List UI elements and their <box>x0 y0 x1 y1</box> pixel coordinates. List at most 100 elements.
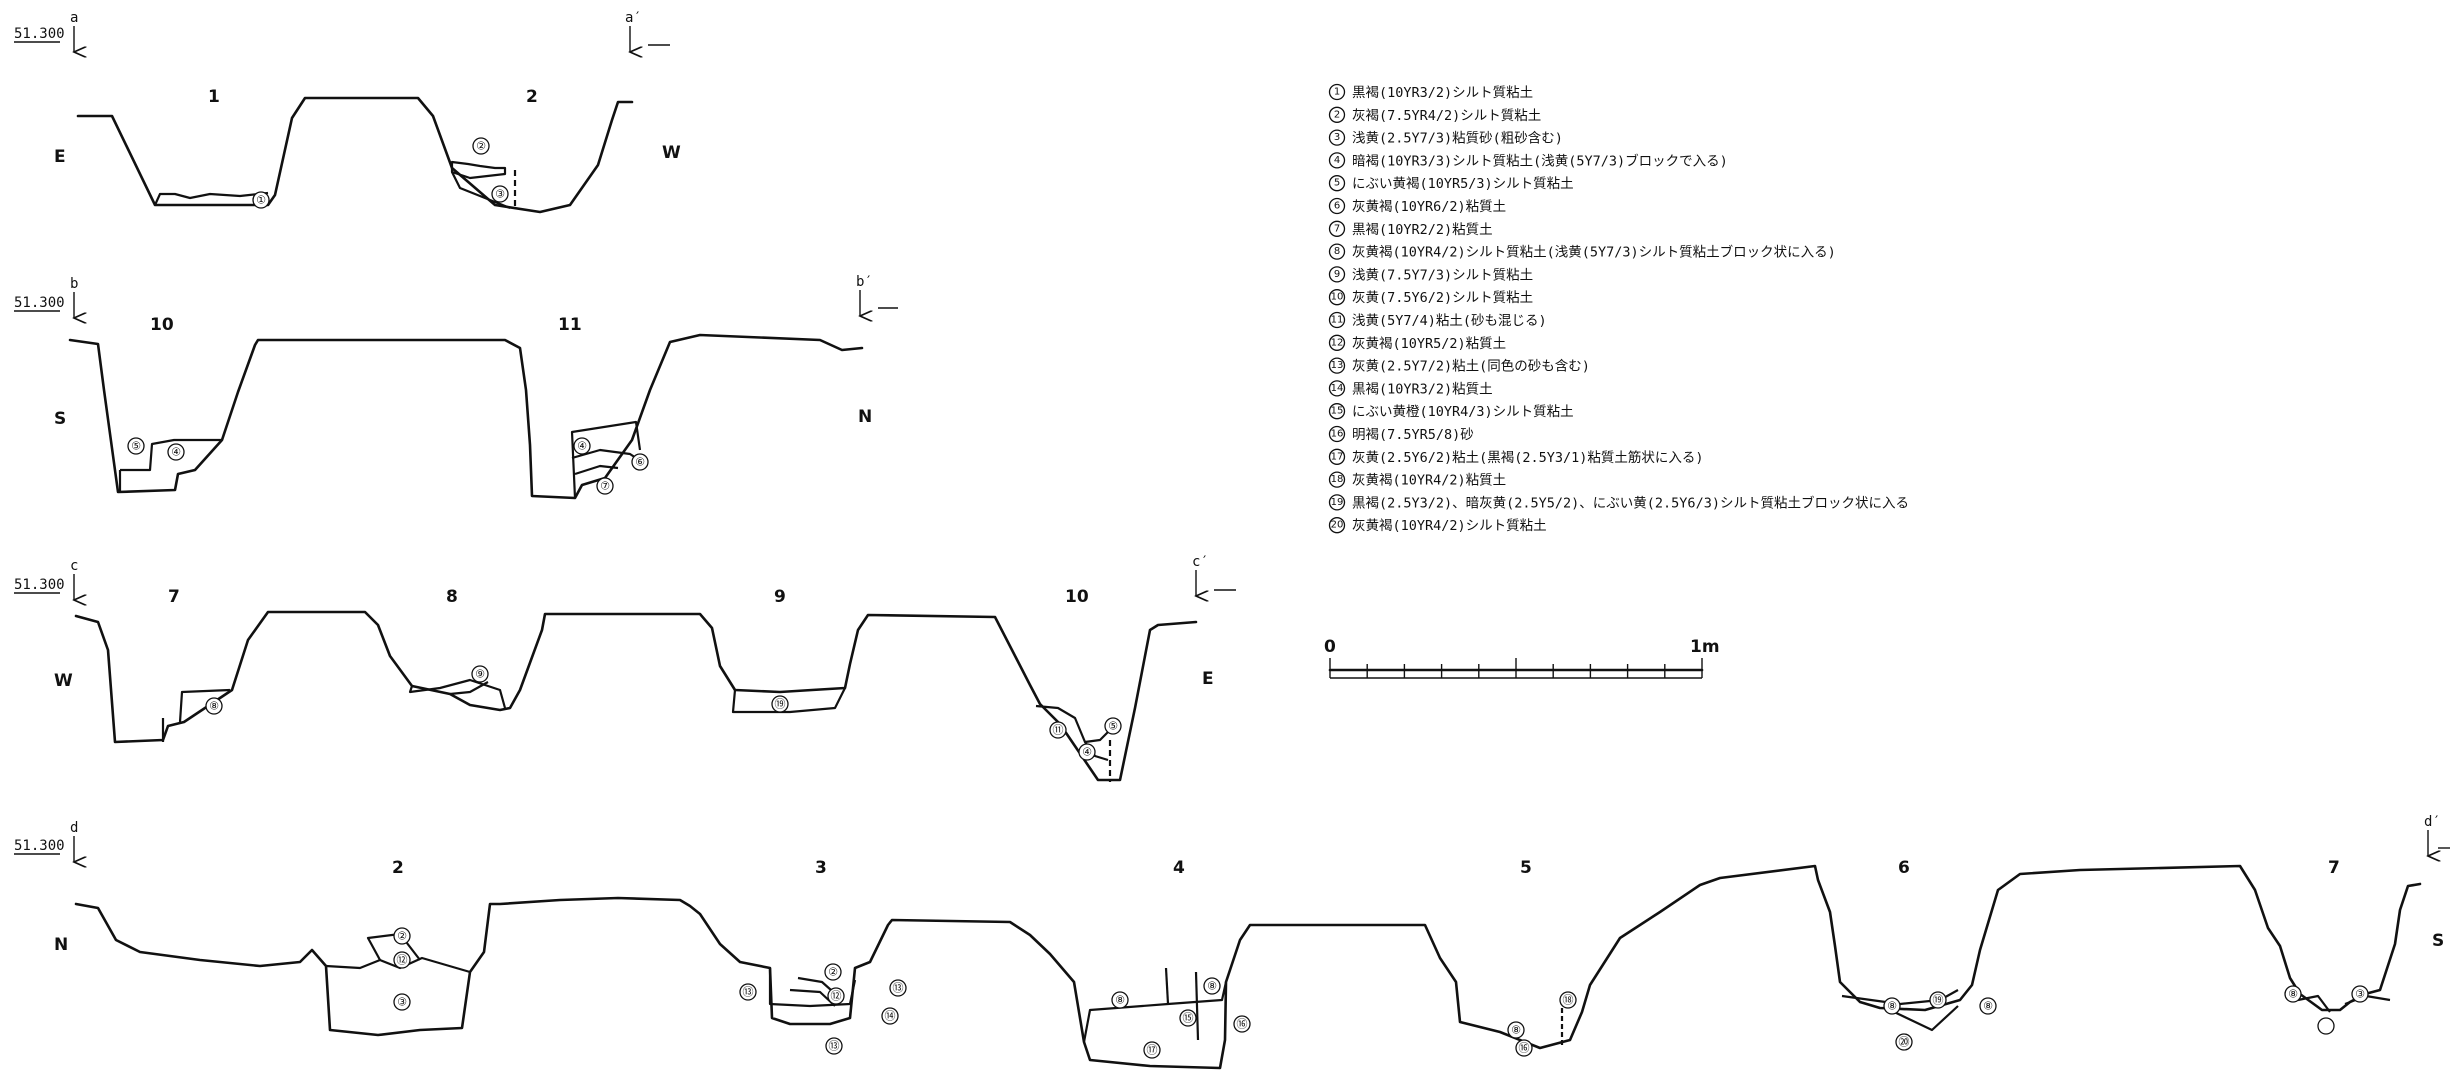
pit-label: 2 <box>526 87 538 107</box>
ground-profile <box>68 333 864 500</box>
layer-boundary <box>1035 704 1111 744</box>
section-d: 51.300 d d′ N S 2 3 4 5 6 7 ② ⑫ ③ <box>14 814 2450 1070</box>
layer-marker <box>1559 991 1577 1009</box>
layer-marker-text: ⑬ <box>829 1040 840 1053</box>
legend-number: 13 <box>1331 360 1344 371</box>
ground-profile <box>76 96 634 214</box>
layer-marker <box>825 1037 843 1055</box>
layer-marker-text: ④ <box>577 440 587 453</box>
layer-marker-text: ② <box>828 966 838 979</box>
pit-label: 9 <box>774 587 786 607</box>
layer-marker <box>1507 1021 1525 1039</box>
layer-marker <box>1049 721 1067 739</box>
layer-marker-text: ⑳ <box>1899 1036 1910 1049</box>
legend-text: にぶい黄褐(10YR5/3)シルト質粘土 <box>1352 176 1574 192</box>
legend-number: 3 <box>1334 132 1340 143</box>
legend-number: 10 <box>1331 292 1344 303</box>
legend-number: 2 <box>1334 109 1340 120</box>
layer-boundary <box>451 171 511 210</box>
layer-boundary <box>449 681 489 696</box>
legend-text: 灰黄褐(10YR6/2)粘質土 <box>1352 199 1506 215</box>
legend-number-circle <box>1328 129 1346 146</box>
layer-boundary <box>731 687 846 714</box>
layer-marker-text: ⑫ <box>831 990 842 1003</box>
layer-marker <box>491 185 509 203</box>
layer-boundary <box>120 438 222 472</box>
scale-end-label: 1m <box>1690 637 1720 657</box>
side-label-right: N <box>858 407 872 427</box>
layer-marker-text: ⑪ <box>1053 724 1064 737</box>
legend-number: 1 <box>1334 87 1340 98</box>
layer-marker-text: ⑲ <box>1933 994 1944 1007</box>
legend-number-circle <box>1328 380 1346 397</box>
layer-marker <box>1883 997 1901 1015</box>
layer-boundary <box>450 160 507 180</box>
scale-start-label: 0 <box>1324 637 1336 657</box>
legend-text: 灰黄褐(10YR4/2)粘質土 <box>1352 473 1506 489</box>
legend-number: 19 <box>1331 497 1344 508</box>
side-label-left: E <box>54 147 66 167</box>
layer-marker <box>1078 743 1096 761</box>
legend-number-circle <box>1328 266 1346 283</box>
layer-marker <box>2351 985 2369 1003</box>
legend-row: 5 にぶい黄褐(10YR5/3)シルト質粘土 <box>1328 175 1574 192</box>
layer-marker <box>1929 991 1947 1009</box>
legend-text: 灰黄褐(10YR5/2)粘質土 <box>1352 336 1506 352</box>
layer-marker-text: ③ <box>495 188 505 201</box>
pit-label: 8 <box>446 587 458 607</box>
layer-marker <box>827 987 845 1005</box>
legend-text: 灰黄褐(10YR4/2)シルト質粘土(浅黄(5Y7/3)シルト質粘土ブロック状に… <box>1352 244 1836 261</box>
layer-marker <box>2317 1017 2335 1035</box>
layer-marker-text: ⑭ <box>885 1010 896 1023</box>
section-start-letter: d <box>70 820 78 836</box>
legend-number: 17 <box>1331 451 1344 462</box>
legend-number-circle <box>1328 471 1346 488</box>
layer-marker <box>1895 1033 1913 1051</box>
layer-marker <box>1104 717 1122 735</box>
layer-marker-text: ④ <box>1082 746 1092 759</box>
legend-number: 5 <box>1334 178 1340 189</box>
pit-label: 1 <box>208 87 220 107</box>
pit-label: 2 <box>392 858 404 878</box>
layer-boundary <box>1889 1005 1959 1032</box>
side-label-left: N <box>54 935 68 955</box>
legend-number-circle <box>1328 357 1346 374</box>
pit-label: 10 <box>1065 587 1089 607</box>
section-end-letter: c′ <box>1192 554 1209 570</box>
layer-marker <box>393 927 411 945</box>
layer-boundary <box>570 420 642 499</box>
legend-number-circle <box>1328 494 1346 511</box>
side-label-right: E <box>1202 669 1214 689</box>
layer-marker-text: ⑦ <box>600 480 610 493</box>
layer-marker <box>771 695 789 713</box>
layer-marker-text: ⑯ <box>1237 1018 1248 1031</box>
legend-text: 浅黄(7.5Y7/3)シルト質粘土 <box>1352 267 1533 283</box>
legend-text: 灰黄褐(10YR4/2)シルト質粘土 <box>1352 518 1547 534</box>
section-b: 51.300 b b′ S N 10 11 ⑤ ④ ④ ⑥ ⑦ <box>14 274 898 500</box>
layer-marker <box>127 437 145 455</box>
side-label-right: W <box>662 143 681 163</box>
pit-label: 7 <box>168 587 180 607</box>
side-label-left: S <box>54 409 66 429</box>
pit-label: 11 <box>558 315 582 335</box>
layer-marker <box>881 1007 899 1025</box>
layer-marker-text: ⑨ <box>475 668 485 681</box>
layer-marker-text: ⑤ <box>1108 720 1118 733</box>
layer-marker <box>824 963 842 981</box>
layer-marker <box>2284 985 2302 1003</box>
layer-boundary <box>574 464 619 476</box>
pit-label: 7 <box>2328 858 2340 878</box>
layer-marker-text: ④ <box>171 446 181 459</box>
ground-profile <box>74 610 1198 782</box>
legend-number: 8 <box>1334 246 1340 257</box>
legend-number: 15 <box>1331 406 1344 417</box>
legend-number-circle <box>1328 425 1346 443</box>
